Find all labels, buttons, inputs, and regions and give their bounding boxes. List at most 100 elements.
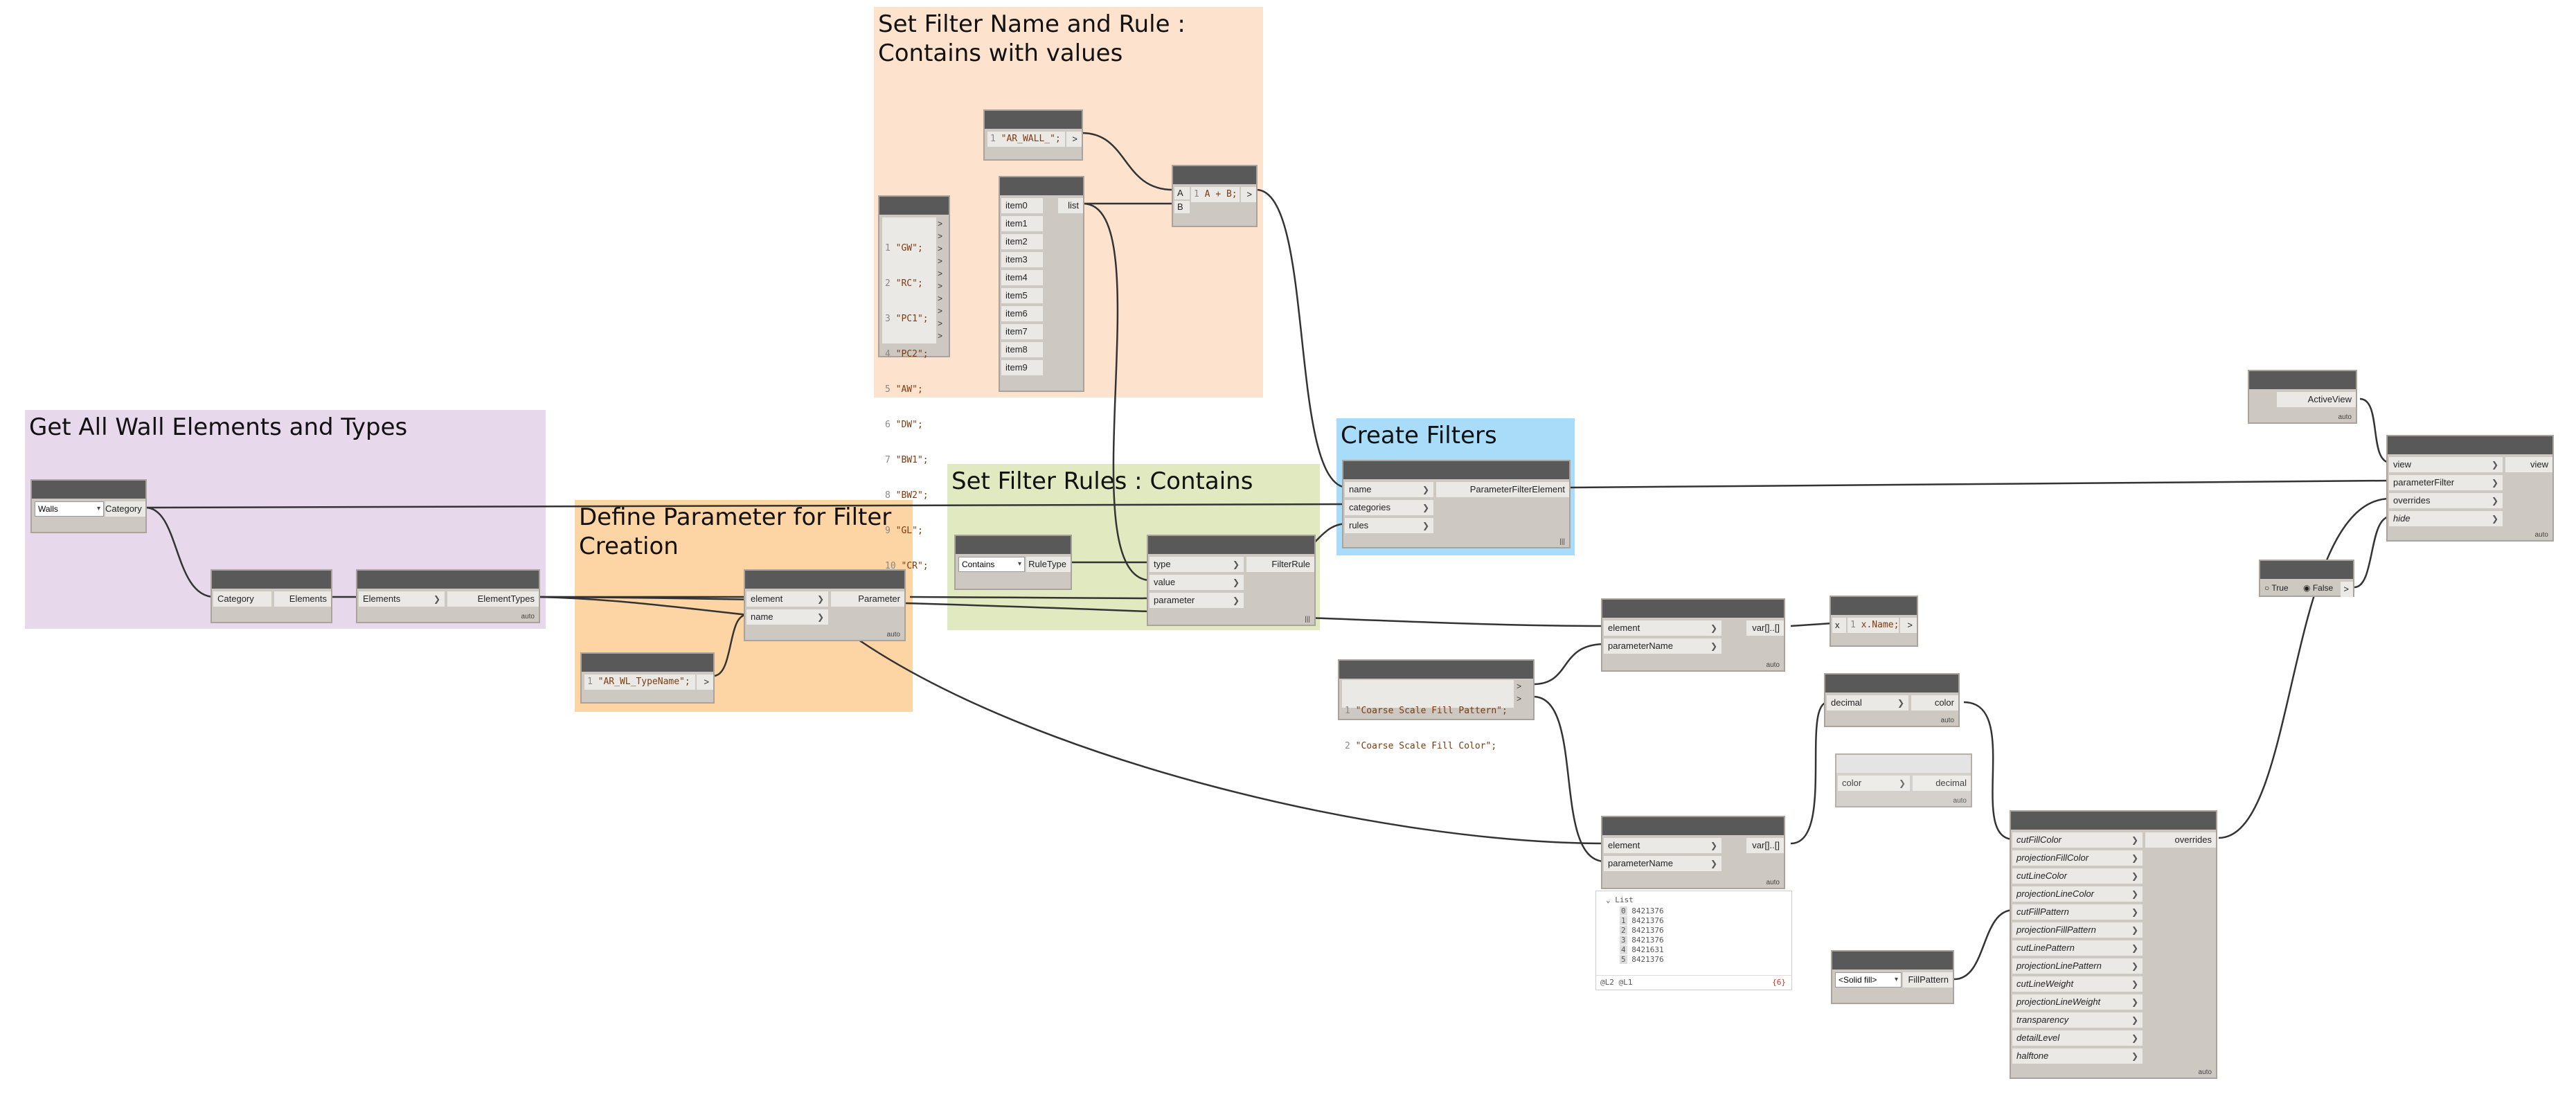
fill-pattern-output-port[interactable]: FillPattern bbox=[1903, 972, 1953, 988]
filter-rule-type-port[interactable]: type ❯ bbox=[1150, 557, 1244, 572]
overrides-input-port[interactable]: transparency❯ bbox=[2012, 1012, 2143, 1028]
categories-node[interactable]: Walls ▾ Category bbox=[30, 479, 147, 533]
overrides-input-port[interactable]: projectionLineWeight❯ bbox=[2012, 994, 2143, 1010]
lacing-label[interactable]: auto bbox=[2198, 1069, 2212, 1076]
lacing-label[interactable]: ||| bbox=[1559, 538, 1565, 546]
list-output-port[interactable]: list bbox=[1058, 198, 1083, 213]
overrides-input-port[interactable]: projectionFillPattern❯ bbox=[2012, 922, 2143, 938]
node-header[interactable] bbox=[985, 111, 1082, 129]
node-header[interactable] bbox=[1339, 661, 1533, 679]
color-by-decimal-input-port[interactable]: decimal ❯ bbox=[1827, 695, 1908, 711]
concat-input-a[interactable]: A bbox=[1174, 187, 1190, 199]
param-value-2-element-port[interactable]: element ❯ bbox=[1604, 838, 1721, 853]
param-value-node-1[interactable]: element ❯ parameterName ❯ var[]..[] auto bbox=[1601, 598, 1785, 672]
typename-output-port[interactable]: > bbox=[697, 674, 713, 690]
node-header[interactable] bbox=[2260, 561, 2353, 579]
filter-rule-node[interactable]: type ❯ value ❯ parameter ❯ FilterRule ||… bbox=[1147, 535, 1316, 626]
rule-type-dropdown[interactable]: Contains ▾ bbox=[958, 557, 1025, 572]
add-filter-overrides-port[interactable]: overrides ❯ bbox=[2389, 493, 2503, 508]
get-parameter-output-port[interactable]: Parameter bbox=[831, 591, 904, 607]
create-filter-rules-port[interactable]: rules ❯ bbox=[1345, 518, 1433, 533]
param-names-code-block[interactable]: 1 "Coarse Scale Fill Pattern"; 2 "Coarse… bbox=[1338, 659, 1535, 751]
lacing-label[interactable]: auto bbox=[1940, 717, 1954, 724]
lacing-label[interactable]: auto bbox=[2338, 413, 2352, 421]
node-header[interactable] bbox=[212, 571, 331, 589]
element-type-input-port[interactable]: Elements ❯ bbox=[359, 591, 445, 607]
lacing-label[interactable]: auto bbox=[1766, 661, 1780, 669]
rule-type-node[interactable]: Contains ▾ RuleType bbox=[954, 535, 1072, 590]
rule-type-output-port[interactable]: RuleType bbox=[1026, 557, 1071, 572]
categories-output-port[interactable]: Category bbox=[105, 501, 145, 517]
get-parameter-element-port[interactable]: element ❯ bbox=[746, 591, 828, 607]
decimal-by-color-node[interactable]: color ❯ decimal auto bbox=[1835, 753, 1972, 807]
overrides-input-port[interactable]: projectionLinePattern❯ bbox=[2012, 958, 2143, 974]
decimal-by-color-output-port[interactable]: decimal bbox=[1913, 776, 1971, 791]
overrides-input-port[interactable]: projectionFillColor❯ bbox=[2012, 850, 2143, 866]
boolean-node[interactable]: ○ True ◉ False > bbox=[2259, 560, 2354, 597]
lacing-label[interactable]: auto bbox=[1953, 797, 1967, 805]
watch-preview-panel[interactable]: ⌄ List 0 8421376 1 8421376 2 8421376 3 8… bbox=[1595, 891, 1792, 990]
name-code-block[interactable]: x 1 x.Name; > bbox=[1830, 596, 1918, 647]
values-code-block[interactable]: 1 "GW"; 2 "RC"; 3 "PC1"; 4 "PC2"; 5 "AW"… bbox=[878, 195, 950, 571]
all-elements-input-port[interactable]: Category bbox=[213, 591, 271, 607]
concat-code[interactable]: 1 A + B; bbox=[1191, 187, 1240, 202]
node-header[interactable] bbox=[956, 536, 1071, 554]
node-header[interactable] bbox=[357, 571, 539, 589]
concat-code-block[interactable]: A B 1 A + B; > bbox=[1172, 165, 1258, 227]
filter-rule-output-port[interactable]: FilterRule bbox=[1246, 557, 1314, 572]
active-view-node[interactable]: ActiveView auto bbox=[2248, 370, 2357, 424]
element-type-node[interactable]: Elements ❯ ElementTypes auto bbox=[356, 569, 540, 623]
add-filter-view-port[interactable]: view ❯ bbox=[2389, 457, 2503, 472]
node-header[interactable] bbox=[582, 654, 713, 672]
boolean-false-option[interactable]: ◉ False bbox=[2303, 583, 2334, 593]
prefix-output-port[interactable]: > bbox=[1066, 132, 1082, 147]
overrides-output-port[interactable]: overrides bbox=[2145, 832, 2216, 848]
color-by-decimal-node[interactable]: decimal ❯ color auto bbox=[1824, 673, 1960, 727]
node-header[interactable] bbox=[1831, 597, 1917, 615]
node-header[interactable] bbox=[1825, 674, 1958, 692]
lacing-label[interactable]: ||| bbox=[1305, 616, 1310, 623]
node-header[interactable] bbox=[1602, 600, 1784, 618]
node-header[interactable] bbox=[1832, 951, 1953, 970]
prefix-code-block[interactable]: 1 "AR_WALL_"; > bbox=[983, 109, 1083, 161]
node-header[interactable] bbox=[1602, 817, 1784, 835]
param-value-1-output-port[interactable]: var[]..[] bbox=[1746, 620, 1784, 636]
all-elements-output-port[interactable]: Elements bbox=[274, 591, 331, 607]
name-code-input-port[interactable]: x bbox=[1832, 618, 1846, 633]
overrides-input-port[interactable]: projectionLineColor❯ bbox=[2012, 886, 2143, 902]
values-output-ports[interactable]: >>>>>>>>>> bbox=[938, 219, 943, 341]
add-filter-hide-port[interactable]: hide ❯ bbox=[2389, 511, 2503, 526]
node-header[interactable] bbox=[1148, 536, 1314, 554]
list-input-item5[interactable]: item5 bbox=[1001, 288, 1043, 303]
node-header[interactable] bbox=[1173, 166, 1256, 184]
list-input-item7[interactable]: item7 bbox=[1001, 324, 1043, 339]
categories-dropdown[interactable]: Walls ▾ bbox=[35, 501, 104, 517]
add-filter-output-port[interactable]: view bbox=[2505, 457, 2552, 472]
fill-pattern-node[interactable]: <Solid fill> ▾ FillPattern bbox=[1831, 950, 1954, 1004]
overrides-input-port[interactable]: halftone❯ bbox=[2012, 1048, 2143, 1064]
prefix-code[interactable]: 1 "AR_WALL_"; bbox=[987, 132, 1065, 147]
lacing-label[interactable]: auto bbox=[2534, 531, 2548, 539]
active-view-output-port[interactable]: ActiveView bbox=[2277, 392, 2356, 407]
node-header[interactable] bbox=[879, 197, 949, 215]
lacing-label[interactable]: auto bbox=[886, 631, 900, 638]
list-input-item8[interactable]: item8 bbox=[1001, 342, 1043, 357]
add-filter-parameterfilter-port[interactable]: parameterFilter ❯ bbox=[2389, 475, 2503, 490]
create-filter-node[interactable]: name ❯ categories ❯ rules ❯ ParameterFil… bbox=[1342, 460, 1571, 548]
overrides-input-port[interactable]: detailLevel❯ bbox=[2012, 1030, 2143, 1046]
color-by-decimal-output-port[interactable]: color bbox=[1911, 695, 1958, 711]
create-filter-categories-port[interactable]: categories ❯ bbox=[1345, 500, 1433, 515]
param-names-code[interactable]: 1 "Coarse Scale Fill Pattern"; 2 "Coarse… bbox=[1342, 680, 1514, 751]
node-header[interactable] bbox=[745, 571, 904, 589]
param-names-output-ports[interactable]: >> bbox=[1517, 681, 1522, 704]
list-input-item2[interactable]: item2 bbox=[1001, 234, 1043, 249]
list-input-item3[interactable]: item3 bbox=[1001, 252, 1043, 267]
node-header[interactable] bbox=[2388, 436, 2552, 454]
node-header[interactable] bbox=[1343, 461, 1569, 479]
list-input-item9[interactable]: item9 bbox=[1001, 360, 1043, 375]
lacing-label[interactable]: auto bbox=[521, 613, 535, 620]
boolean-output-port[interactable]: > bbox=[2341, 582, 2353, 597]
all-elements-of-category-node[interactable]: Category Elements bbox=[211, 569, 332, 623]
name-code[interactable]: 1 x.Name; bbox=[1848, 618, 1899, 633]
add-filter-to-view-node[interactable]: view ❯ parameterFilter ❯ overrides ❯ hid… bbox=[2386, 435, 2554, 542]
